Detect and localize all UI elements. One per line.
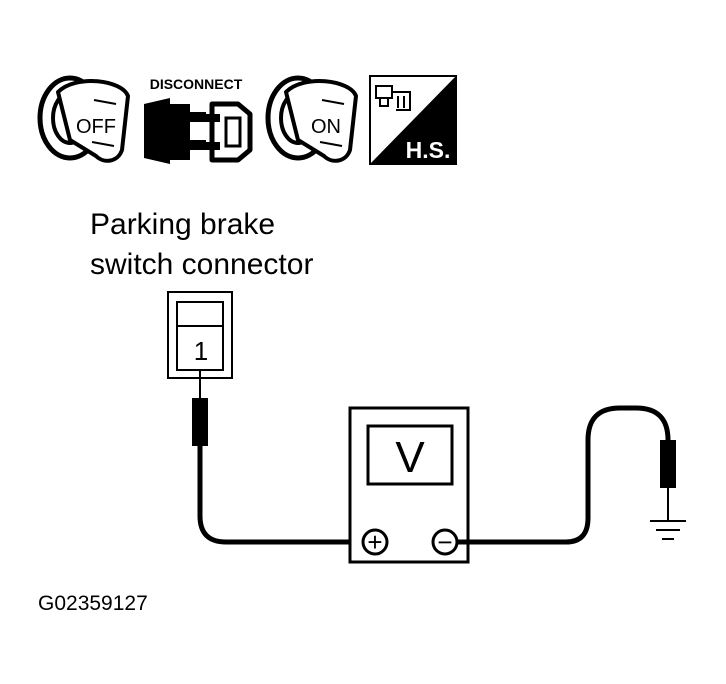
voltmeter: V + − [348,406,470,564]
connector-caption-line-2: switch connector [90,248,314,281]
parking-brake-switch-connector: 1 [167,291,233,379]
positive-test-probe [192,370,208,446]
voltmeter-display [366,424,454,486]
ground-symbol-icon [650,520,686,540]
connector-terminal-number: 1 [194,336,208,366]
disconnect-label: DISCONNECT [150,76,243,92]
ignition-on-label: ON [311,116,341,138]
voltmeter-unit: V [395,433,425,482]
connector-caption-line-1: Parking brake [90,208,276,241]
voltmeter-positive-jack [361,528,389,556]
ignition-key-on-icon: ON [265,75,358,163]
harness-side-label: H.S. [406,137,451,163]
negative-test-probe [660,440,676,520]
ignition-off-label: OFF [76,116,116,138]
positive-test-lead [197,446,364,545]
negative-terminal-sign: − [437,527,452,557]
harness-side-connector-icon: H.S. [369,75,457,165]
ignition-key-off-icon: OFF [37,75,130,163]
negative-test-lead [457,405,671,545]
positive-terminal-sign: + [367,527,382,557]
connector-disconnect-icon: DISCONNECT [144,76,253,164]
figure-id: G02359127 [38,592,148,615]
